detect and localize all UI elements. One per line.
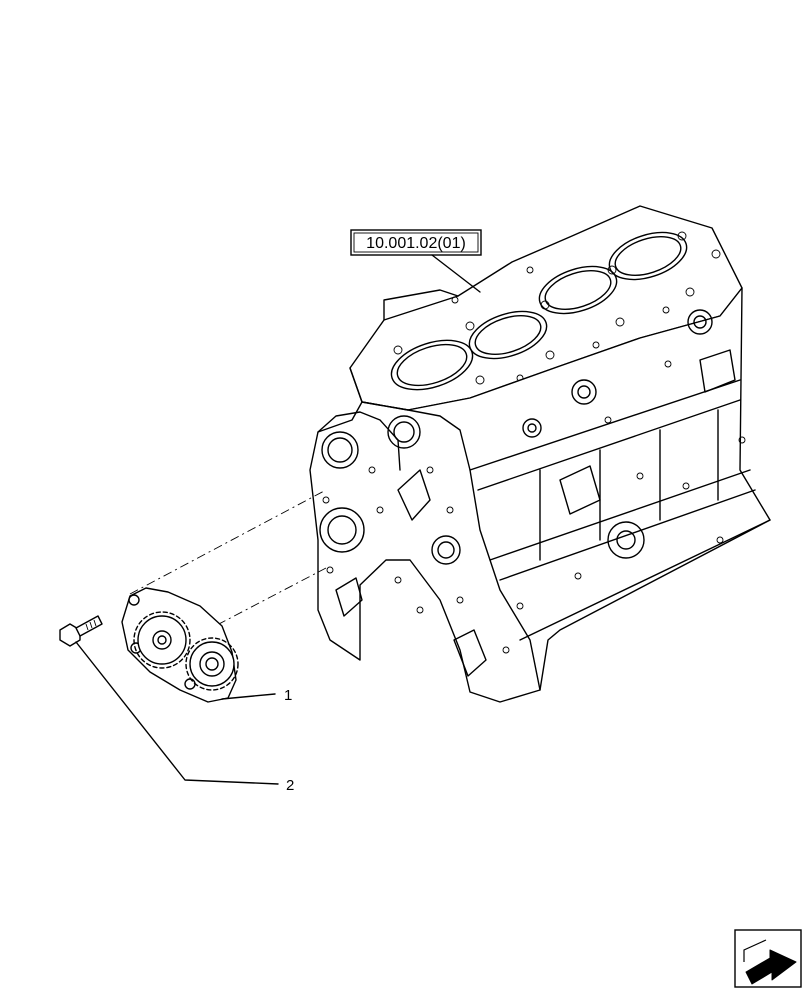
bolt-icon [59,615,103,647]
next-page-arrow-icon[interactable] [734,929,802,988]
callout-number-2: 2 [286,777,294,794]
callout-leader-1 [221,693,276,700]
oil-pump-icon [121,587,239,703]
alignment-line [129,489,327,595]
reference-leader-line [431,254,481,293]
engine-block-icon [309,205,771,703]
reference-label-box[interactable]: 10.001.02(01) [350,229,482,256]
callout-leader-2 [75,641,279,785]
callout-number-1: 1 [284,687,292,704]
reference-label-text: 10.001.02(01) [366,235,466,252]
